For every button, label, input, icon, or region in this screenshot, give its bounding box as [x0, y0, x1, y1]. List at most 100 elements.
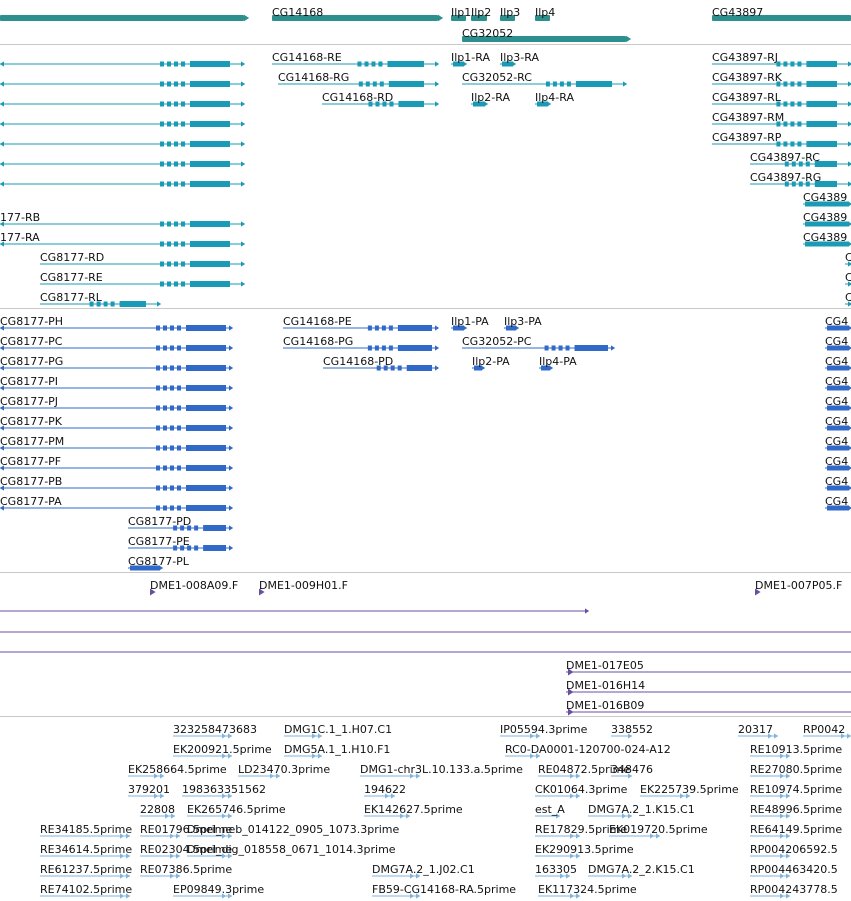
protein-feature[interactable]: CG8177-PF — [0, 455, 234, 471]
mrna-feature[interactable] — [0, 61, 246, 67]
protein-feature[interactable]: CG8177-PC — [0, 335, 234, 351]
gene-feature[interactable]: CG32052 — [462, 27, 632, 43]
mrna-feature[interactable]: CG43897-RL — [712, 91, 851, 107]
est-feature[interactable]: RE61237.5prime — [40, 863, 132, 879]
mrna-feature[interactable]: CG14168-RE — [272, 51, 440, 67]
mrna-feature[interactable]: CG43897-RM — [712, 111, 851, 127]
mrna-feature[interactable]: 177-RA — [0, 231, 246, 247]
mrna-feature[interactable] — [0, 181, 246, 187]
protein-feature[interactable]: CG8177-PI — [0, 375, 234, 391]
est-feature[interactable]: RE07386.5prime — [140, 863, 232, 879]
est-feature[interactable]: 338552 — [611, 723, 653, 739]
est-feature[interactable]: est_A — [535, 803, 565, 819]
est-feature[interactable]: RE48996.5prime — [750, 803, 842, 819]
protein-feature[interactable]: CG8177-PL — [128, 555, 190, 571]
est-feature[interactable]: 194622 — [364, 783, 406, 799]
est-feature[interactable]: RE17829.5prime — [535, 823, 627, 839]
est-feature[interactable]: RE04872.5prime — [538, 763, 630, 779]
est-feature[interactable]: RE74102.5prime — [40, 883, 132, 899]
mrna-feature[interactable]: CG8177-RL — [40, 291, 162, 307]
est-feature[interactable]: RP0042 — [803, 723, 851, 739]
est-feature[interactable]: 198363351562 — [182, 783, 266, 799]
mrna-feature[interactable]: CG4389 — [803, 191, 851, 207]
est-feature[interactable]: CK01064.3prime — [535, 783, 628, 799]
est-feature[interactable]: 323258473683 — [173, 723, 257, 739]
mrna-feature[interactable]: Ilp3-RA — [500, 51, 539, 67]
est-feature[interactable]: EK258664.5prime — [128, 763, 227, 779]
est-feature[interactable]: DMG7A.2_1.K15.C1 — [588, 803, 695, 819]
est-feature[interactable]: LD23470.3prime — [238, 763, 330, 779]
est-feature[interactable]: RE10913.5prime — [750, 743, 842, 759]
mrna-feature[interactable] — [0, 161, 246, 167]
mrna-feature[interactable]: C — [845, 291, 851, 307]
est-feature[interactable]: EK019720.5prime — [609, 823, 708, 839]
protein-feature[interactable]: CG4 — [825, 415, 851, 431]
clone-feature[interactable]: DME1-008A09.F — [150, 579, 238, 596]
protein-feature[interactable]: CG8177-PD — [128, 515, 234, 531]
mrna-feature[interactable]: CG14168-RG — [278, 71, 440, 87]
gene-feature[interactable]: CG43897 — [712, 6, 851, 21]
est-feature[interactable]: RP004243778.5 — [750, 883, 838, 899]
mrna-feature[interactable]: CG14168-RD — [322, 91, 440, 107]
gene-feature[interactable]: Ilp3 — [500, 6, 520, 21]
mrna-feature[interactable]: CG8177-RE — [40, 271, 246, 287]
est-feature[interactable]: DMG7A.2_1.J02.C1 — [372, 863, 475, 879]
protein-feature[interactable]: CG8177-PM — [0, 435, 234, 451]
protein-feature[interactable]: CG4 — [825, 375, 851, 391]
est-feature[interactable]: RC0-DA0001-120700-024-A12 — [505, 743, 671, 759]
est-feature[interactable]: RE02304.5prime — [140, 843, 232, 859]
est-feature[interactable]: RE64149.5prime — [750, 823, 842, 839]
protein-feature[interactable]: CG8177-PE — [128, 535, 234, 551]
protein-feature[interactable]: CG4 — [825, 475, 851, 491]
protein-feature[interactable]: CG14168-PD — [323, 355, 440, 371]
mrna-feature[interactable]: Ilp2-RA — [471, 91, 510, 107]
mrna-feature[interactable]: CG43897-RC — [750, 151, 851, 167]
protein-feature[interactable]: CG4 — [825, 495, 851, 511]
mrna-feature[interactable] — [0, 141, 246, 147]
protein-feature[interactable]: CG14168-PE — [283, 315, 440, 331]
protein-feature[interactable]: Ilp3-PA — [504, 315, 542, 331]
mrna-feature[interactable]: CG32052-RC — [462, 71, 628, 87]
protein-feature[interactable]: CG8177-PG — [0, 355, 234, 371]
protein-feature[interactable]: CG14168-PG — [283, 335, 440, 351]
protein-feature[interactable]: CG4 — [825, 315, 851, 331]
protein-feature[interactable]: Ilp2-PA — [472, 355, 510, 371]
mrna-feature[interactable]: C — [845, 271, 851, 287]
mrna-feature[interactable]: Ilp1-RA — [451, 51, 490, 67]
est-feature[interactable]: RE34614.5prime — [40, 843, 132, 859]
mrna-feature[interactable] — [0, 101, 246, 107]
gene-feature[interactable]: CG14168 — [272, 6, 444, 22]
mrna-feature[interactable]: CG43897-RJ — [712, 51, 851, 67]
est-feature[interactable]: 22808 — [140, 803, 176, 819]
protein-feature[interactable]: CG4 — [825, 435, 851, 451]
est-feature[interactable]: EK290913.5prime — [535, 843, 634, 859]
est-feature[interactable]: RP004463420.5 — [750, 863, 838, 879]
protein-feature[interactable]: CG4 — [825, 455, 851, 471]
mrna-feature[interactable]: Ilp4-RA — [535, 91, 574, 107]
gene-feature[interactable]: Ilp2 — [471, 6, 491, 21]
est-feature[interactable]: 163305 — [535, 863, 577, 879]
protein-feature[interactable]: CG4 — [825, 335, 851, 351]
mrna-feature[interactable]: CG43897-RG — [750, 171, 851, 187]
est-feature[interactable]: DMG1-chr3L.10.133.a.5prime — [360, 763, 523, 779]
mrna-feature[interactable]: C — [845, 251, 851, 267]
protein-feature[interactable]: CG8177-PB — [0, 475, 234, 491]
est-feature[interactable]: Dmel_neb_014122_0905_1073.3prime — [187, 823, 399, 839]
est-feature[interactable]: DMG1C.1_1.H07.C1 — [284, 723, 392, 739]
est-feature[interactable]: RE34185.5prime — [40, 823, 132, 839]
est-feature[interactable]: RP004206592.5 — [750, 843, 838, 859]
est-feature[interactable]: FB59-CG14168-RA.5prime — [372, 883, 516, 899]
est-feature[interactable]: RE27080.5prime — [750, 763, 842, 779]
clone-feature[interactable]: DME1-016H14 — [566, 679, 851, 696]
est-feature[interactable]: DMG5A.1_1.H10.F1 — [284, 743, 390, 759]
est-feature[interactable]: EK142627.5prime — [364, 803, 463, 819]
mrna-feature[interactable] — [0, 121, 246, 127]
est-feature[interactable]: DMG7A.2_2.K15.C1 — [588, 863, 695, 879]
est-feature[interactable]: Dmel_dig_018558_0671_1014.3prime — [187, 843, 396, 859]
est-feature[interactable]: EP09849.3prime — [173, 883, 264, 899]
est-feature[interactable]: EK265746.5prime — [187, 803, 286, 819]
mrna-feature[interactable]: CG8177-RD — [40, 251, 246, 267]
gene-feature[interactable] — [0, 14, 250, 22]
est-feature[interactable]: RE10974.5prime — [750, 783, 842, 799]
clone-feature[interactable] — [0, 608, 590, 614]
